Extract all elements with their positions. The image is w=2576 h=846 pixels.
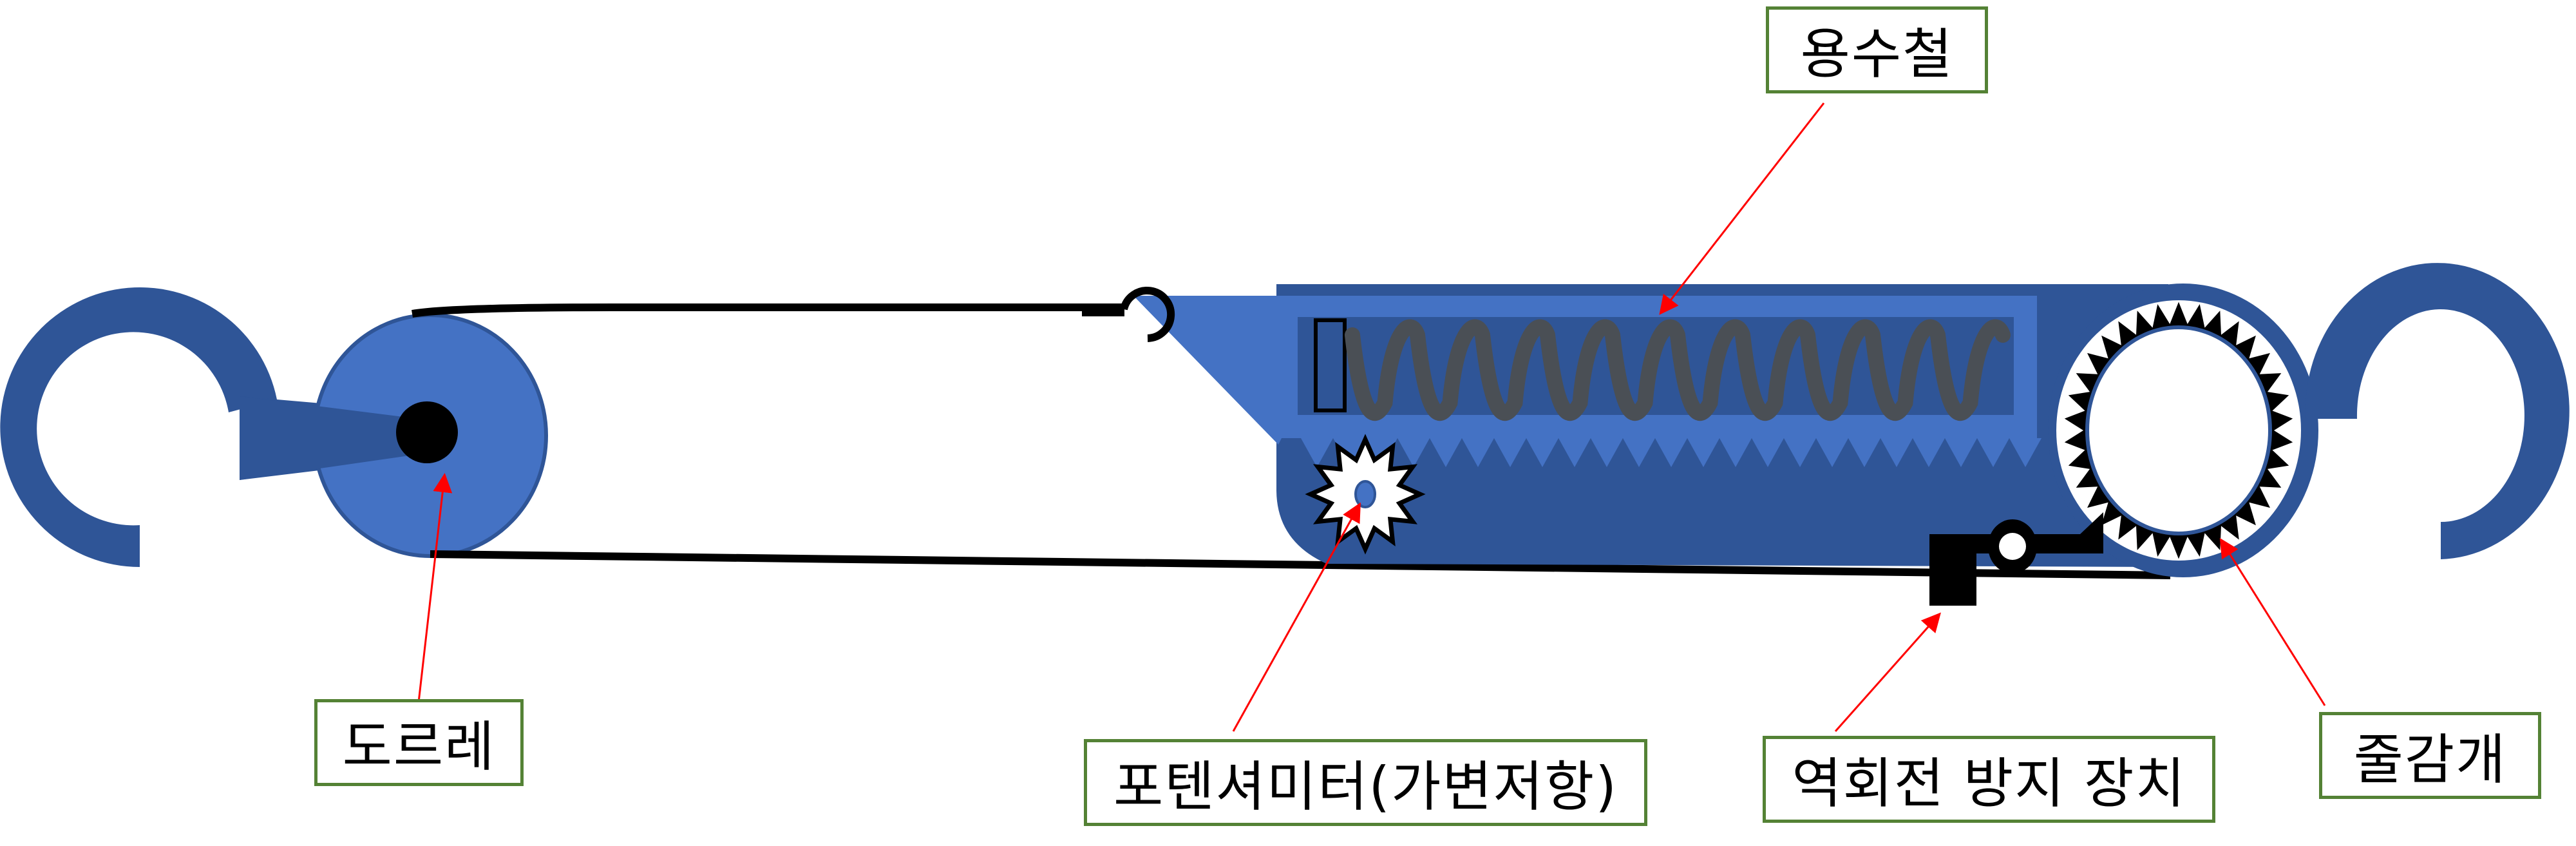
rack-tooth [1558,438,1591,467]
leader-reel [2219,537,2326,706]
label-anti-reverse: 역회전 방지 장치 [1763,736,2215,823]
rack-tooth [1301,438,1333,467]
rack-tooth [1430,438,1462,467]
label-potentiometer-text: 포텐셔미터(가변저항) [1113,755,1618,818]
rack-tooth [1816,438,1848,467]
leader-potentiometer [1232,502,1361,732]
rack-tooth [1526,438,1558,467]
left-hook-icon [0,287,278,567]
rack-tooth [1784,438,1816,467]
hook-ring-icon [1120,287,1175,342]
spring-icon [1345,319,2011,421]
label-anti-reverse-text: 역회전 방지 장치 [1792,752,2186,815]
ratchet-reel-icon [2048,284,2318,577]
rack-tooth [1397,438,1430,467]
rack-tooth [1655,438,1687,467]
bottom-cable [430,550,2171,579]
leader-spring [1659,102,1825,315]
rack-tooth [2009,438,2041,467]
rack-tooth [1945,438,1977,467]
leader-pulley [417,473,453,703]
rack-tooth [1687,438,1719,467]
pulley-icon [240,313,548,558]
label-spring-text: 용수철 [1800,23,1954,86]
rack-tooth [1977,438,2009,467]
label-potentiometer: 포텐셔미터(가변저항) [1084,739,1647,826]
label-reel-text: 줄감개 [2353,728,2507,791]
rack-tooth [1913,438,1945,467]
pawl-icon [1929,512,2103,606]
label-reel: 줄감개 [2319,712,2541,799]
rack-tooth [1591,438,1623,467]
rack-tooth [1623,438,1655,467]
spring-chamber [1298,317,2014,421]
label-spring: 용수철 [1766,6,1988,93]
rack-tooth [1719,438,1752,467]
rack-tooth [1880,438,1913,467]
rack-tooth [1848,438,1880,467]
rack-tooth [1462,438,1494,467]
potentiometer-gear-icon [1305,434,1426,555]
label-pulley: 도르레 [314,699,524,786]
right-hook-icon [2305,263,2570,559]
leader-anti-reverse [1834,612,1941,732]
rack-tooth [1752,438,1784,467]
rack-tooth [1494,438,1526,467]
top-cable [412,303,1124,318]
label-pulley-text: 도르레 [342,715,496,778]
